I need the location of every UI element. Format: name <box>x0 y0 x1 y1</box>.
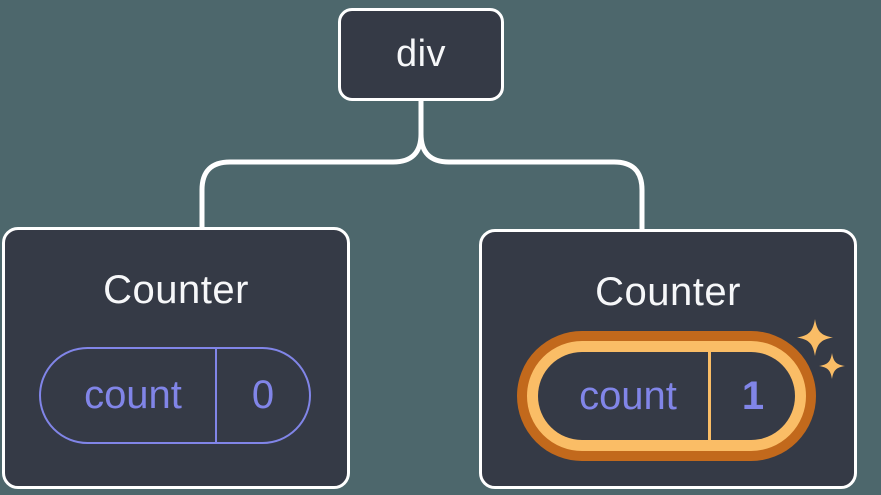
counter-card-right: Counter count 1 <box>479 229 857 489</box>
state-pill-value-section: 1 <box>711 352 795 440</box>
card-title: Counter <box>103 268 249 312</box>
state-pill: count 0 <box>39 347 311 444</box>
state-pill-value-section: 0 <box>217 349 309 442</box>
tree-node-div: div <box>338 8 504 101</box>
state-value: 0 <box>251 373 275 417</box>
state-key-label: count <box>579 373 677 418</box>
sparkle-small <box>819 353 845 379</box>
sparkle-large <box>797 319 833 356</box>
counter-card-left: Counter count 0 <box>2 227 350 489</box>
connector-left-branch <box>199 99 424 229</box>
state-highlight-ring: count 1 <box>517 331 816 461</box>
state-pill: count 1 <box>538 352 795 440</box>
node-label: div <box>395 33 447 75</box>
connector-right-branch <box>418 99 645 231</box>
state-pill-key-section: count <box>538 352 711 440</box>
state-pill-key-section: count <box>41 349 217 442</box>
card-title: Counter <box>595 270 741 314</box>
state-key-label: count <box>84 373 182 417</box>
sparkles-icon <box>797 319 845 379</box>
state-value: 1 <box>741 373 765 418</box>
